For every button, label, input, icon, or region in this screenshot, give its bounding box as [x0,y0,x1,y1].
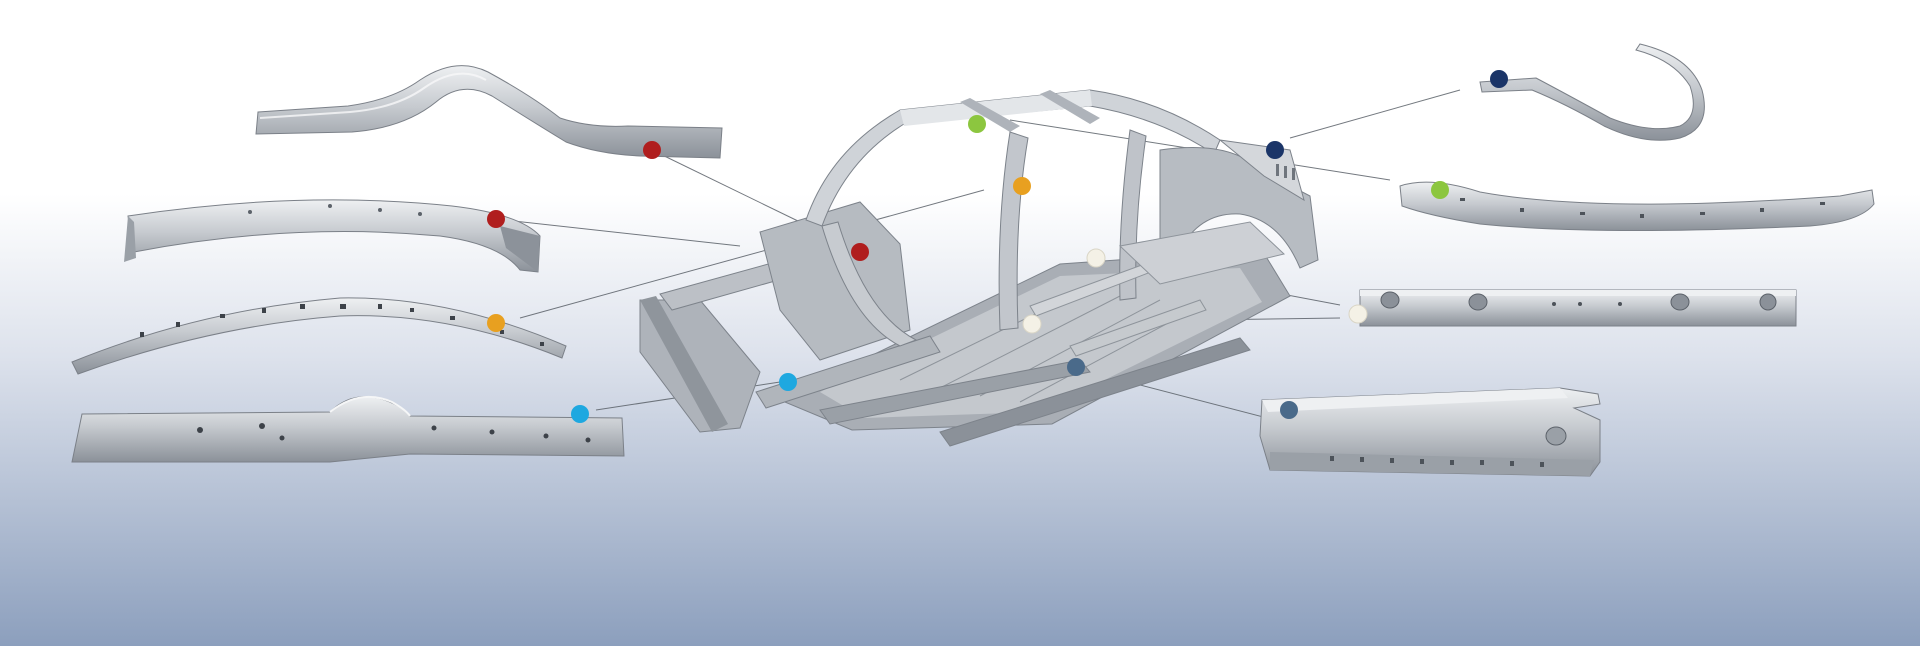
part-front-rail-upper [124,199,541,273]
marker-front-longitudinal-body [779,373,797,391]
body-in-white [639,89,1319,447]
marker-roof-side-rail-body [851,243,869,261]
marker-front-longitudinal [571,405,589,423]
marker-c-pillar-hoop-body [1266,141,1284,159]
marker-side-sill [1280,401,1298,419]
marker-roof-crossmember [1431,181,1449,199]
marker-seat-crossmember-body-1 [1086,248,1106,268]
marker-roof-side-rail [643,141,661,159]
marker-a-pillar [487,314,505,332]
part-roof-crossmember [1399,181,1875,232]
marker-seat-crossmember [1348,304,1368,324]
marker-front-rail-upper [487,210,505,228]
marker-roof-crossmember-body [968,115,986,133]
part-a-pillar-reinforcement [71,297,567,375]
part-roof-side-rail [255,65,723,159]
marker-c-pillar-hoop [1490,70,1508,88]
marker-seat-crossmember-body-2 [1022,314,1042,334]
leader-line-roof-side-rail [651,149,801,223]
marker-side-sill-body [1067,358,1085,376]
part-front-longitudinal-member [71,395,625,463]
leader-line-c-pillar-hoop [1289,89,1461,139]
part-c-pillar-hoop [1479,43,1705,141]
leader-line-a-pillar [519,189,985,319]
marker-a-pillar-body [1013,177,1031,195]
part-side-sill [1259,387,1601,477]
markers [487,70,1508,423]
leader-line-front-rail-upper [495,218,741,247]
part-seat-crossmember [1359,289,1797,327]
